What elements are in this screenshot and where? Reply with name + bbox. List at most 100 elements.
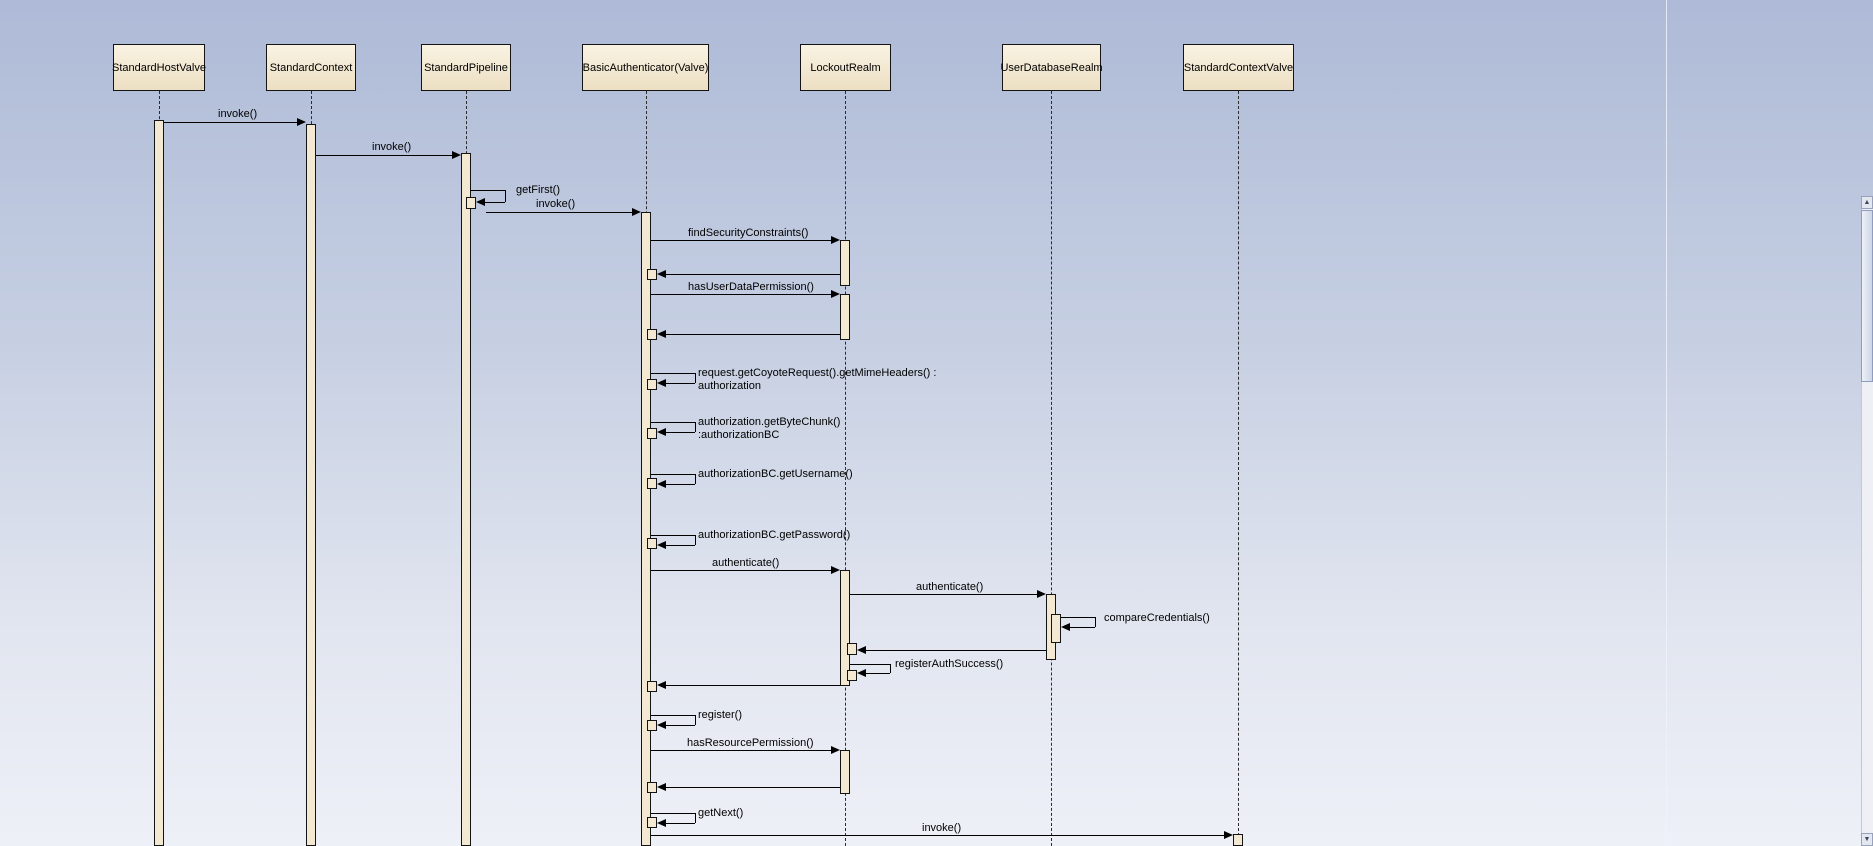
activation-bar[interactable]	[647, 720, 657, 731]
message-label[interactable]: invoke()	[218, 108, 258, 120]
return-line	[866, 650, 1046, 651]
activation-bar[interactable]	[847, 670, 857, 681]
activation-bar[interactable]	[647, 478, 657, 489]
message-label[interactable]: authorizationBC.getPassword()	[698, 529, 851, 541]
message-label[interactable]: invoke()	[372, 141, 412, 153]
message-line	[651, 294, 831, 295]
message-label[interactable]: getFirst()	[516, 184, 560, 196]
self-call-top-line	[651, 373, 695, 374]
self-call-return-line	[666, 823, 695, 824]
activation-bar[interactable]	[647, 379, 657, 390]
scrollbar-down-button[interactable]: ▼	[1861, 833, 1873, 846]
arrowhead-right-icon	[1037, 590, 1046, 598]
arrowhead-right-icon	[831, 236, 840, 244]
activation-bar[interactable]	[647, 782, 657, 793]
classifier-standardcontext[interactable]: StandardContext	[266, 44, 356, 91]
arrowhead-left-icon	[657, 681, 666, 689]
scrollbar-up-button[interactable]: ▲	[1861, 196, 1873, 209]
classifier-standardhostvalve[interactable]: StandardHostValve	[112, 44, 206, 91]
classifier-standardpipeline[interactable]: StandardPipeline	[421, 44, 511, 91]
activation-bar[interactable]	[847, 643, 857, 655]
lifeline-lockoutrealm	[845, 91, 846, 846]
activation-bar[interactable]	[466, 197, 476, 209]
lifeline-userdatabaserealm	[1051, 91, 1052, 846]
vertical-scrollbar-thumb[interactable]	[1861, 210, 1873, 382]
arrowhead-right-icon	[452, 151, 461, 159]
activation-bar[interactable]	[1051, 614, 1061, 643]
activation-bar[interactable]	[647, 538, 657, 549]
return-line	[666, 274, 840, 275]
activation-bar[interactable]	[840, 294, 850, 340]
return-line	[666, 787, 840, 788]
message-label[interactable]: hasUserDataPermission()	[688, 281, 814, 293]
activation-bar[interactable]	[461, 153, 471, 846]
message-label[interactable]: authenticate()	[712, 557, 780, 569]
arrowhead-left-icon	[657, 428, 666, 436]
message-label[interactable]: hasResourcePermission()	[687, 737, 814, 749]
message-label-line2[interactable]: authorization	[698, 380, 761, 392]
arrowhead-right-icon	[831, 746, 840, 754]
message-label[interactable]: compareCredentials()	[1104, 612, 1210, 624]
self-call-top-line	[651, 535, 695, 536]
self-call-vert-line	[695, 373, 696, 383]
message-label[interactable]: findSecurityConstraints()	[688, 227, 809, 239]
self-call-vert-line	[695, 715, 696, 725]
message-line	[486, 212, 632, 213]
self-call-top-line	[850, 664, 890, 665]
message-label[interactable]: getNext()	[698, 807, 744, 819]
message-label[interactable]: authorization.getByteChunk()	[698, 416, 841, 428]
arrowhead-left-icon	[657, 480, 666, 488]
self-call-return-line	[485, 202, 505, 203]
self-call-return-line	[666, 383, 695, 384]
activation-bar[interactable]	[306, 124, 316, 846]
message-line	[651, 750, 831, 751]
self-call-return-line	[666, 432, 695, 433]
self-call-vert-line	[695, 422, 696, 432]
activation-bar[interactable]	[647, 681, 657, 692]
self-call-return-line	[666, 725, 695, 726]
message-line	[651, 240, 831, 241]
self-call-top-line	[651, 715, 695, 716]
message-line	[651, 835, 1224, 836]
message-label[interactable]: registerAuthSuccess()	[895, 658, 1004, 670]
activation-bar[interactable]	[647, 428, 657, 439]
self-call-vert-line	[1095, 617, 1096, 627]
self-call-top-line	[471, 190, 505, 191]
activation-bar[interactable]	[647, 329, 657, 340]
self-call-top-line	[651, 422, 695, 423]
message-label[interactable]: invoke()	[536, 198, 576, 210]
arrowhead-left-icon	[657, 379, 666, 387]
classifier-userdatabaserealm[interactable]: UserDatabaseRealm	[1000, 44, 1103, 91]
activation-bar[interactable]	[1233, 834, 1243, 846]
self-call-return-line	[666, 545, 695, 546]
message-label[interactable]: request.getCoyoteRequest().getMimeHeader…	[698, 367, 937, 379]
activation-bar[interactable]	[647, 817, 657, 828]
message-label[interactable]: register()	[698, 709, 743, 721]
message-label[interactable]: authenticate()	[916, 581, 984, 593]
activation-bar[interactable]	[840, 240, 850, 286]
arrowhead-left-icon	[657, 819, 666, 827]
activation-bar[interactable]	[641, 212, 651, 846]
message-label-line2[interactable]: :authorizationBC	[698, 429, 780, 441]
message-line	[316, 155, 452, 156]
self-call-vert-line	[695, 535, 696, 545]
message-label[interactable]: authorizationBC.getUsername()	[698, 468, 853, 480]
arrowhead-left-icon	[657, 270, 666, 278]
arrowhead-left-icon	[657, 330, 666, 338]
arrowhead-left-icon	[857, 646, 866, 654]
arrowhead-left-icon	[657, 721, 666, 729]
message-label[interactable]: invoke()	[922, 822, 962, 834]
arrowhead-left-icon	[657, 541, 666, 549]
classifier-lockoutrealm[interactable]: LockoutRealm	[800, 44, 891, 91]
classifier-standardcontextvalve[interactable]: StandardContextValve	[1183, 44, 1294, 91]
self-call-vert-line	[695, 813, 696, 823]
arrowhead-left-icon	[1061, 623, 1070, 631]
activation-bar[interactable]	[647, 269, 657, 280]
arrowhead-right-icon	[831, 290, 840, 298]
activation-bar[interactable]	[154, 120, 164, 846]
activation-bar[interactable]	[840, 750, 850, 794]
activation-bar[interactable]	[840, 570, 850, 686]
classifier-basicauthenticatorvalve[interactable]: BasicAuthenticator(Valve)	[582, 44, 709, 91]
return-line	[666, 685, 840, 686]
